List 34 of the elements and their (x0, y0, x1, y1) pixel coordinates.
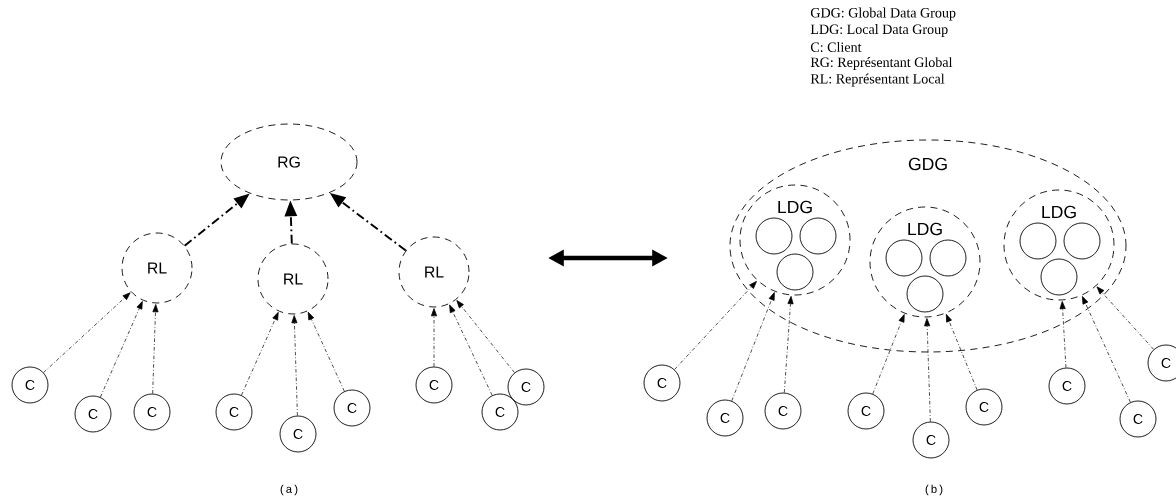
arrow (674, 281, 757, 370)
arrow (291, 315, 298, 416)
arrow (731, 292, 775, 402)
panel-caption: (a) (280, 484, 298, 496)
arrow (872, 314, 905, 395)
panel-caption: (b) (925, 484, 943, 496)
member-circle (1040, 258, 1078, 296)
arrow (241, 312, 279, 396)
arrow (1082, 296, 1131, 403)
member-circle (799, 217, 837, 255)
arrow (1096, 286, 1154, 350)
member-circle (906, 275, 944, 313)
arrow (924, 318, 931, 422)
arrow (431, 308, 438, 367)
legend-text: RG: Représentant Global (810, 57, 953, 70)
arrow (456, 300, 515, 373)
arrow (1059, 301, 1067, 368)
legend-text: C: Client (810, 42, 862, 52)
member-circle (1063, 222, 1101, 260)
member-circle (755, 217, 793, 255)
arrow (945, 313, 978, 391)
member-circle (1019, 222, 1057, 260)
arrow (152, 304, 159, 394)
arrow (43, 292, 131, 373)
legend-text: LDG: Local Data Group (810, 24, 948, 37)
legend-text: GDG: Global Data Group (810, 7, 956, 21)
member-circle (929, 239, 967, 277)
member-circle (885, 239, 923, 277)
arrow (783, 296, 794, 393)
member-circle (776, 253, 814, 291)
arrow (307, 311, 345, 392)
legend-text: RL: Représentant Local (810, 73, 945, 87)
arrow (449, 304, 493, 396)
arrow (100, 301, 143, 398)
